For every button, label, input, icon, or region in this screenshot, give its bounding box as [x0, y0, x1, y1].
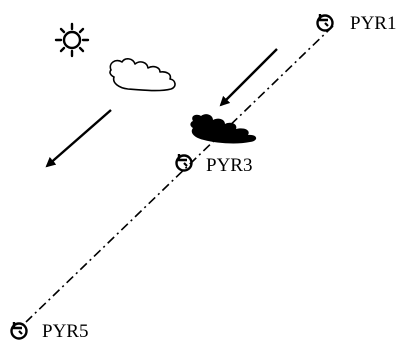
pyranometer-icon: [175, 154, 193, 172]
pyranometer-icon: [10, 322, 28, 340]
pyranometer-icon: [316, 14, 334, 32]
motion-arrow-left: [45, 109, 112, 168]
station-label-pyr5: PYR5: [42, 321, 89, 342]
station-label-pyr1: PYR1: [350, 13, 397, 34]
sun-icon: [54, 22, 90, 58]
station-label-pyr3: PYR3: [206, 155, 253, 176]
motion-arrow-right: [219, 48, 278, 107]
cloud-outline-icon: [109, 58, 176, 92]
transect-line: [25, 25, 334, 323]
cloud-filled-icon: [190, 114, 257, 144]
